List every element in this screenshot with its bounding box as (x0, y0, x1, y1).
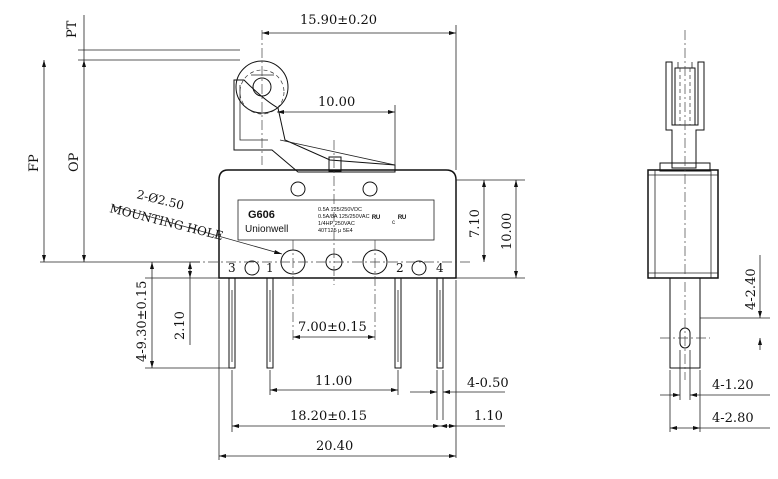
lever-arm (233, 79, 396, 173)
pin-number-1: 1 (266, 261, 274, 275)
pin-number-3: 3 (228, 261, 236, 275)
dim-op: OP (67, 152, 82, 172)
dim-pin-length: 4-9.30±0.15 (135, 281, 150, 362)
front-view (190, 30, 470, 369)
pin-1 (266, 277, 274, 369)
roller-dashed (239, 69, 285, 115)
dim-pin-offset: 2.10 (173, 311, 188, 340)
mounting-leader (111, 205, 283, 255)
body-hole-top-left (290, 181, 306, 197)
pin-4 (436, 277, 444, 369)
plunger (328, 156, 342, 172)
dim-pin-pitch: 18.20±0.15 (290, 409, 367, 424)
model-text: G606 (248, 209, 275, 221)
pin3-marker (244, 260, 260, 276)
dim-lever-10: 10.00 (318, 95, 355, 110)
dim-h-10-00: 10.00 (500, 213, 515, 250)
rating-line-4: 40T125 μ 5E4 (318, 228, 353, 234)
lever-inner (239, 85, 268, 141)
dim-edge-1-10: 1.10 (474, 409, 503, 424)
dim-fp: FP (27, 154, 42, 172)
label-plate (237, 199, 435, 241)
dim-overall-top: 15.90±0.20 (300, 13, 377, 28)
rating-line-2: 0.5A/8A 125/250VAC (318, 214, 370, 220)
dim-side-1-20: 4-1.20 (712, 378, 754, 393)
dim-pin-thickness: 4-0.50 (467, 376, 509, 391)
rating-line-3: 1/4HP 250VAC (318, 221, 355, 227)
pin-number-2: 2 (396, 261, 404, 275)
dim-side-2-40: 4-2.40 (744, 268, 759, 310)
cert-mark-1: ᴿᵁ (372, 213, 380, 223)
brand-text: Unionwell (245, 224, 288, 235)
dim-side-2-80: 4-2.80 (712, 411, 754, 426)
pin4-marker (411, 260, 427, 276)
dim-h-7-10: 7.10 (468, 209, 483, 238)
cert-mark-2: c (392, 220, 395, 226)
dim-hole-pitch: 7.00±0.15 (298, 320, 367, 335)
body-hole-top-right (362, 181, 378, 197)
dim-pt: PT (65, 20, 80, 38)
side-body (647, 169, 719, 279)
pin-2 (394, 277, 402, 369)
dim-pin-11: 11.00 (315, 374, 352, 389)
roller-inner (252, 77, 272, 97)
side-lever (665, 61, 705, 169)
cert-mark-3: ᴿᵁ (398, 213, 406, 223)
pins (228, 277, 444, 369)
pin-3 (228, 277, 236, 369)
lever-blade (279, 139, 396, 166)
side-view (647, 30, 719, 380)
pin-number-4: 4 (436, 261, 444, 275)
dim-width: 20.40 (316, 439, 353, 454)
rating-line-1: 0.5A 125/250VDC (318, 207, 362, 213)
